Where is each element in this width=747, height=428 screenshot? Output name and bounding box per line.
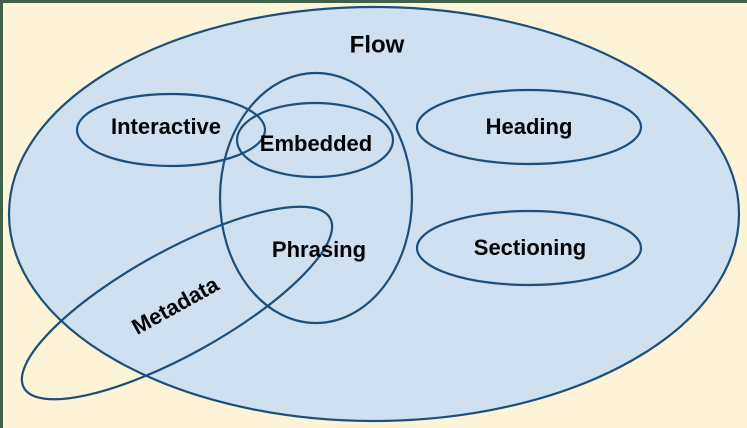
region-label-sectioning: Sectioning <box>474 235 586 260</box>
region-heading-ellipse[interactable] <box>415 88 643 166</box>
region-label-interactive: Interactive <box>111 114 221 139</box>
region-label-phrasing: Phrasing <box>272 237 366 262</box>
region-flow-ellipse[interactable] <box>7 5 741 423</box>
region-embedded-ellipse[interactable] <box>235 101 395 179</box>
region-phrasing-ellipse[interactable] <box>218 71 414 325</box>
region-interactive-ellipse[interactable] <box>75 92 267 168</box>
region-metadata-ellipse[interactable] <box>0 173 355 428</box>
region-label-heading: Heading <box>486 114 573 139</box>
region-label-flow: Flow <box>350 31 405 58</box>
region-label-embedded: Embedded <box>260 131 372 156</box>
region-sectioning-ellipse[interactable] <box>415 209 643 287</box>
